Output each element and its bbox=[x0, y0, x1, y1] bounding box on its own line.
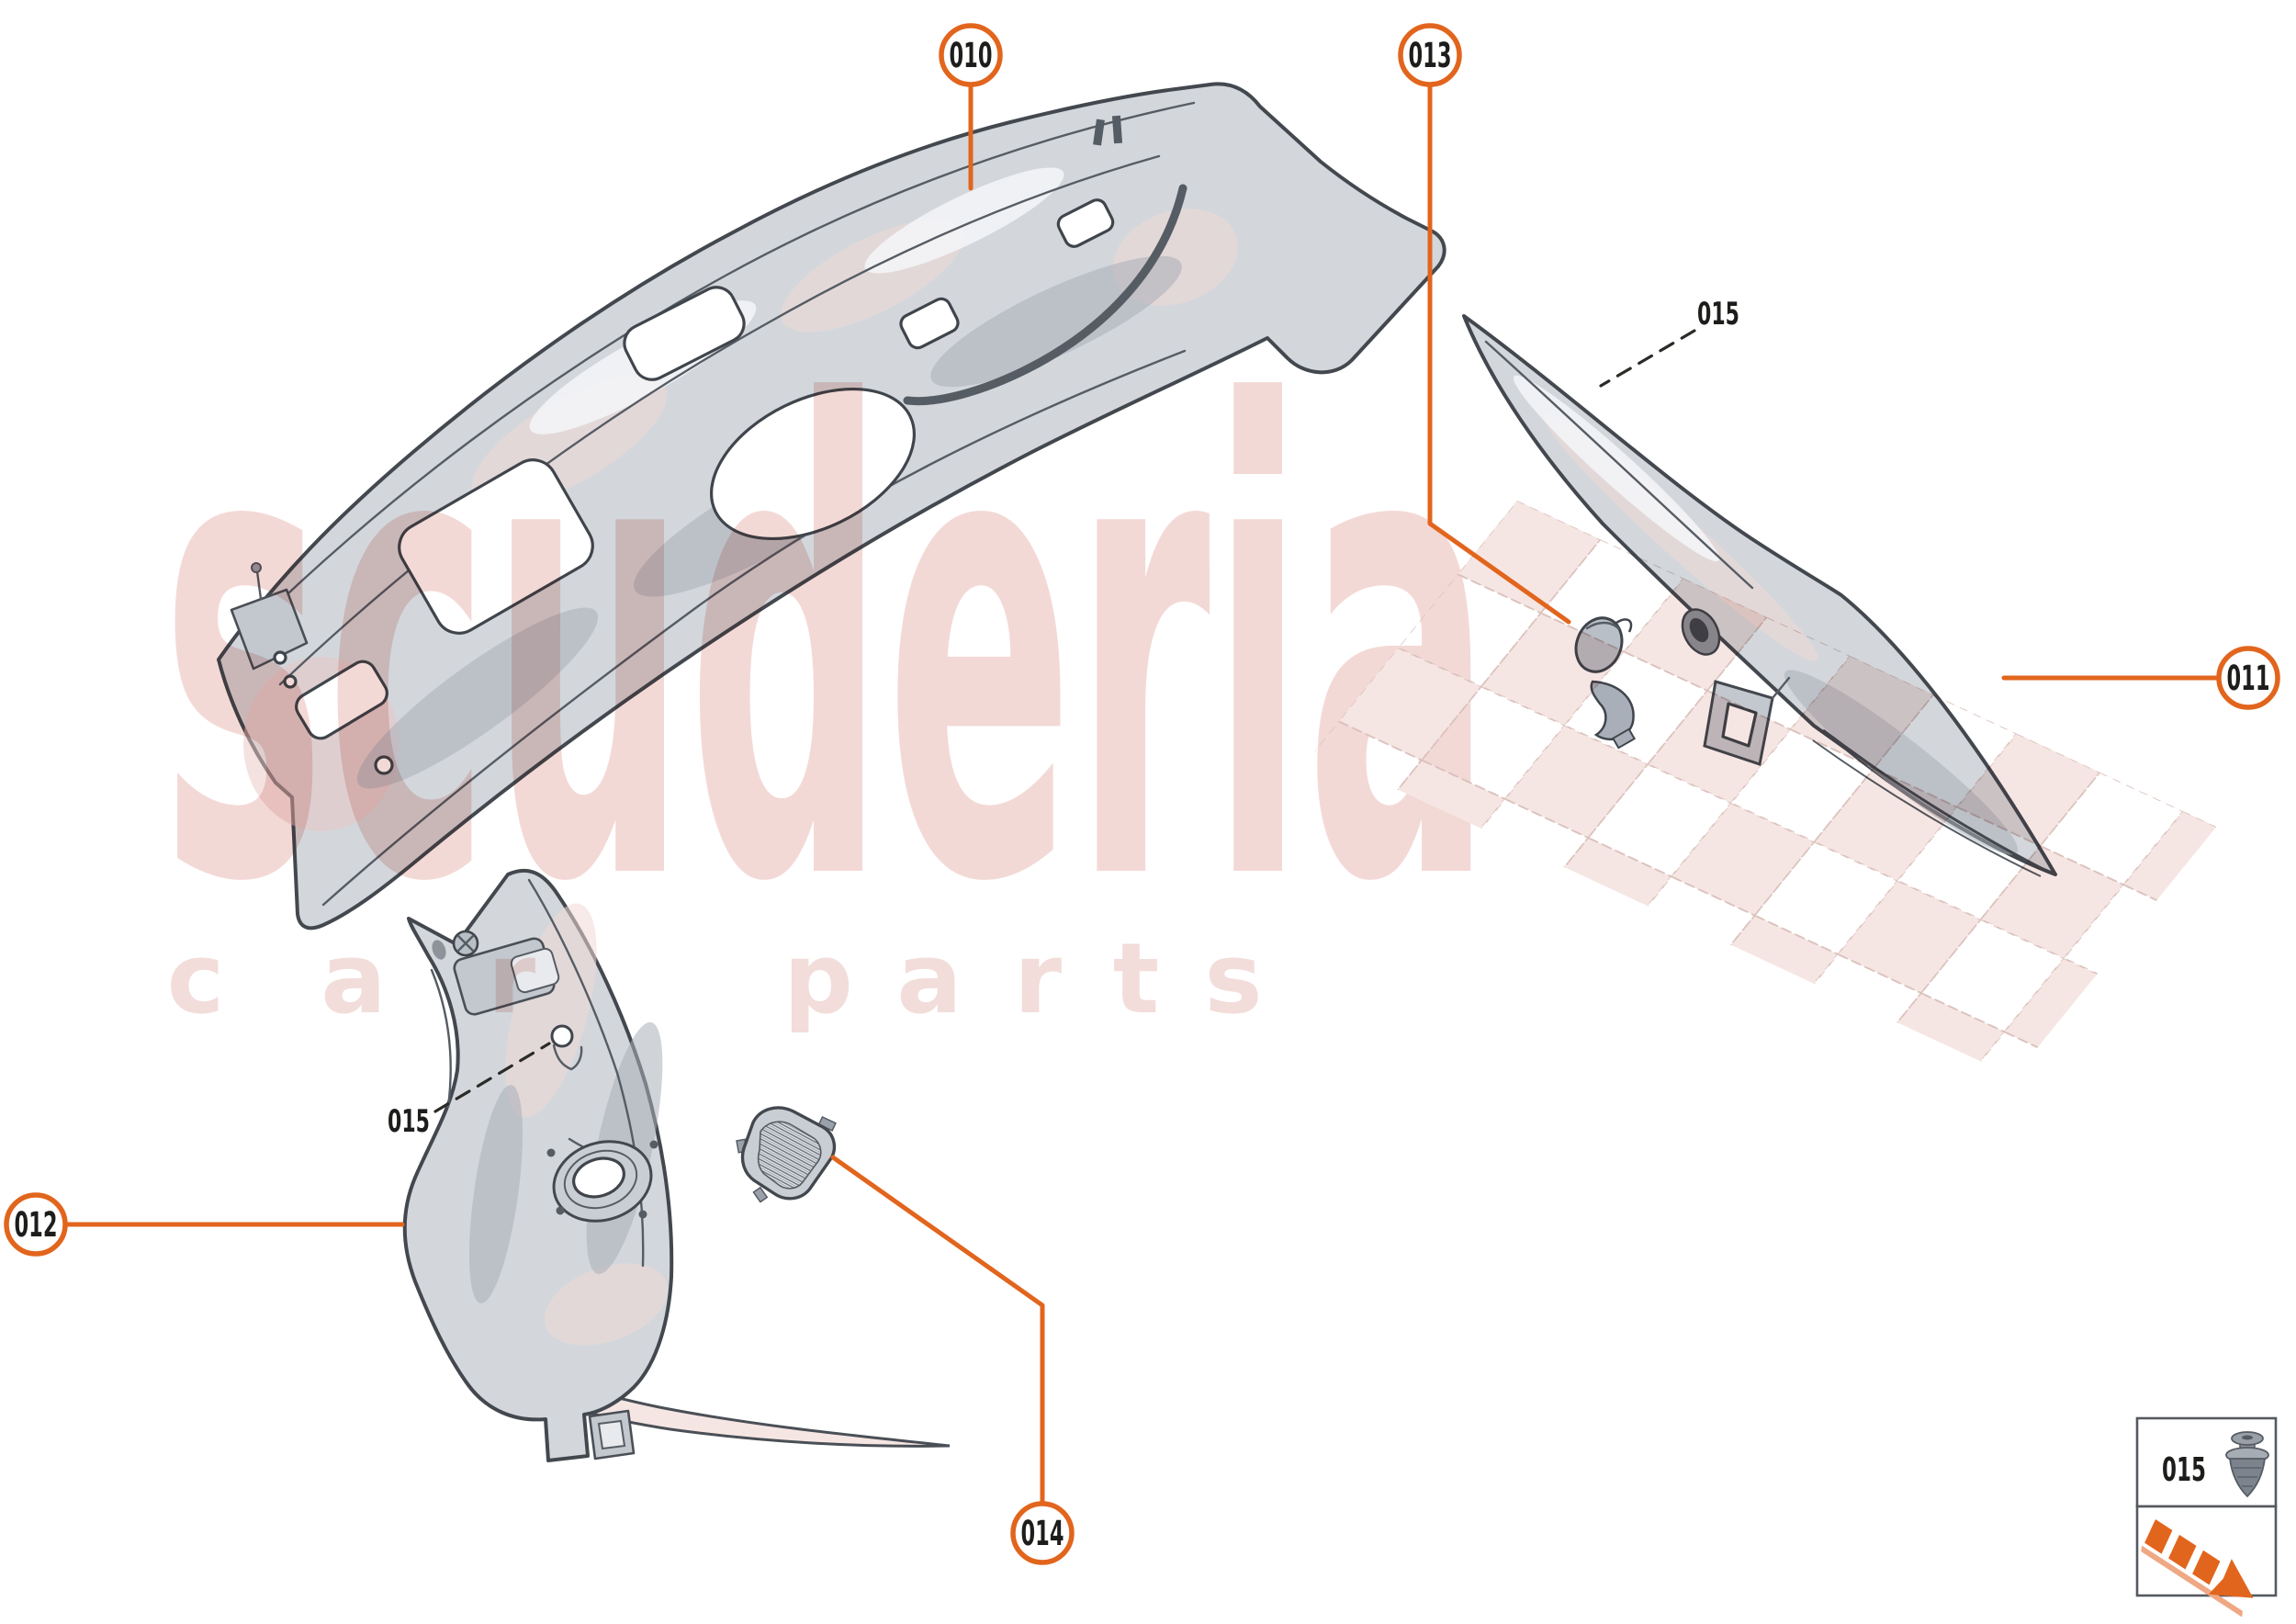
svg-text:r: r bbox=[488, 922, 535, 1035]
detail-label: 015 bbox=[1697, 296, 1739, 333]
speaker-grille-mesh bbox=[757, 1121, 822, 1190]
callout-012[interactable]: 012 bbox=[4, 1192, 405, 1257]
callout-circle[interactable] bbox=[1010, 1501, 1075, 1565]
callout-013[interactable]: 013 bbox=[1398, 23, 1571, 625]
checkered-flag-watermark bbox=[1314, 501, 2217, 1077]
callout-010[interactable]: 010 bbox=[939, 23, 1003, 191]
brand-watermark-text: scuderia bbox=[161, 275, 1492, 1023]
header-trim-oval-opening bbox=[709, 387, 917, 541]
brand-arrow-logo bbox=[2141, 1519, 2254, 1618]
callout-014[interactable]: 014 bbox=[830, 1155, 1075, 1565]
svg-text:a: a bbox=[321, 922, 387, 1035]
callout-label: 013 bbox=[1409, 36, 1452, 75]
legend-fastener-label: 015 bbox=[2162, 1451, 2206, 1489]
svg-text:s: s bbox=[1204, 922, 1262, 1035]
part-010-header-trim[interactable] bbox=[217, 82, 1446, 930]
fastener-clip-icon bbox=[2225, 1431, 2269, 1498]
detail-label-015-lower[interactable]: 015 bbox=[388, 1042, 551, 1140]
dashed-leader-line bbox=[1599, 329, 1696, 388]
callout-circle[interactable] bbox=[1398, 23, 1462, 87]
legend-box: 015 bbox=[2135, 1416, 2278, 1618]
svg-text:p: p bbox=[783, 922, 853, 1035]
callout-011[interactable]: 011 bbox=[2001, 646, 2280, 710]
callout-circle[interactable] bbox=[939, 23, 1003, 87]
callout-leader-line bbox=[830, 1155, 1045, 1506]
brand-watermark-tagline: c a r p a r t s bbox=[167, 922, 1263, 1035]
detail-label: 015 bbox=[388, 1103, 430, 1140]
part-014-speaker-grille[interactable] bbox=[736, 1106, 837, 1203]
callout-label: 012 bbox=[15, 1205, 58, 1245]
clip-slot-015-target bbox=[550, 1024, 574, 1048]
callout-label: 014 bbox=[1021, 1514, 1064, 1553]
callout-leader-line bbox=[1427, 82, 1571, 625]
svg-text:r: r bbox=[1014, 922, 1062, 1035]
svg-text:c: c bbox=[167, 922, 225, 1035]
part-012-pillar-trim[interactable] bbox=[402, 868, 951, 1462]
svg-text:a: a bbox=[896, 922, 962, 1035]
detail-label-015-upper[interactable]: 015 bbox=[1599, 296, 1739, 388]
svg-text:t: t bbox=[1113, 922, 1160, 1035]
dashed-leader-line bbox=[433, 1042, 551, 1113]
callout-circle[interactable] bbox=[4, 1192, 68, 1257]
watermark: scuderia c a r p a r t s bbox=[161, 275, 2217, 1077]
callout-label: 011 bbox=[2227, 659, 2270, 698]
callout-circle[interactable] bbox=[2216, 646, 2280, 710]
callout-label: 010 bbox=[950, 36, 993, 75]
